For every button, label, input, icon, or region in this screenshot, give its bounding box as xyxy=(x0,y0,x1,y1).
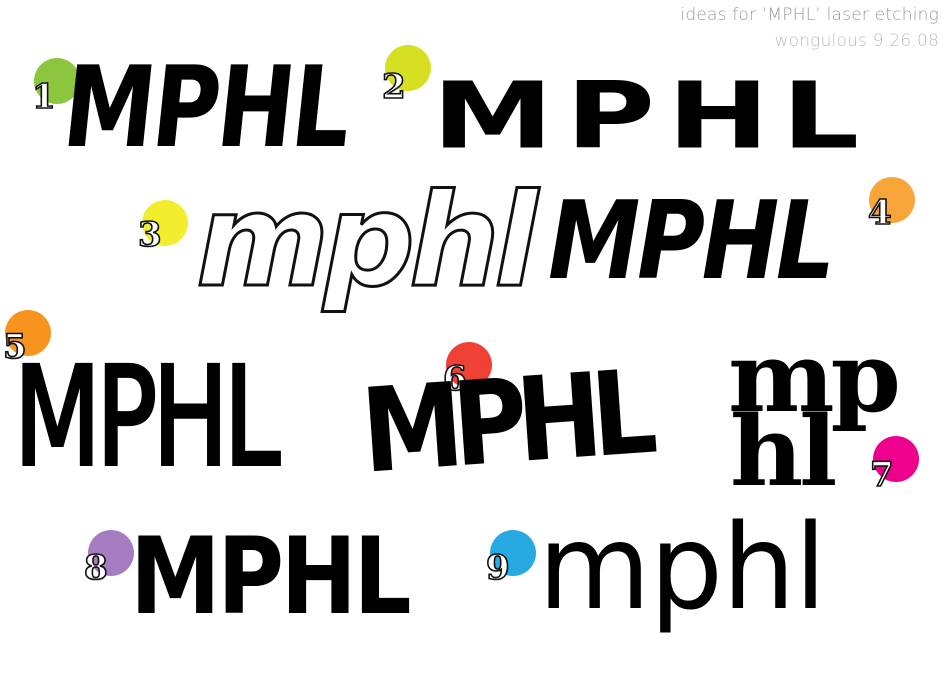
idea-1-logo: MPHL xyxy=(57,43,356,173)
idea-1-number: 1 xyxy=(31,77,56,117)
idea-2-number: 2 xyxy=(381,67,406,107)
idea-9-dot xyxy=(490,530,536,576)
page-title: ideas for ‘MPHL’ laser etching xyxy=(680,5,939,25)
idea-6-logo: MPHL xyxy=(357,345,651,500)
idea-4-logo: MPHL xyxy=(548,179,835,304)
idea-2-logo: MPHL xyxy=(432,61,872,170)
idea-1-dot xyxy=(34,58,80,104)
idea-3-dot xyxy=(142,200,188,246)
idea-5-number: 5 xyxy=(2,327,27,367)
idea-3-logo: mphl xyxy=(195,167,540,316)
idea-9-number: 9 xyxy=(485,548,510,588)
idea-7-number: 7 xyxy=(869,455,894,495)
idea-5-dot xyxy=(5,310,51,356)
idea-8-logo: MPHL xyxy=(130,515,412,638)
idea-3-number: 3 xyxy=(137,215,162,255)
idea-8-dot xyxy=(88,530,134,576)
idea-7-logo-line2: hl xyxy=(730,395,837,508)
byline: wongulous 9.26.08 xyxy=(774,31,939,51)
idea-6-dot xyxy=(446,342,492,388)
idea-8-number: 8 xyxy=(83,548,108,588)
idea-7-logo-line1: mp xyxy=(728,321,901,434)
idea-6-number: 6 xyxy=(442,359,467,399)
idea-7-dot xyxy=(873,436,919,482)
idea-4-number: 4 xyxy=(867,193,892,233)
idea-9-logo: mphl xyxy=(538,498,827,636)
idea-2-dot xyxy=(385,45,431,91)
idea-5-logo: MPHL xyxy=(13,339,282,497)
idea-4-dot xyxy=(869,177,915,223)
